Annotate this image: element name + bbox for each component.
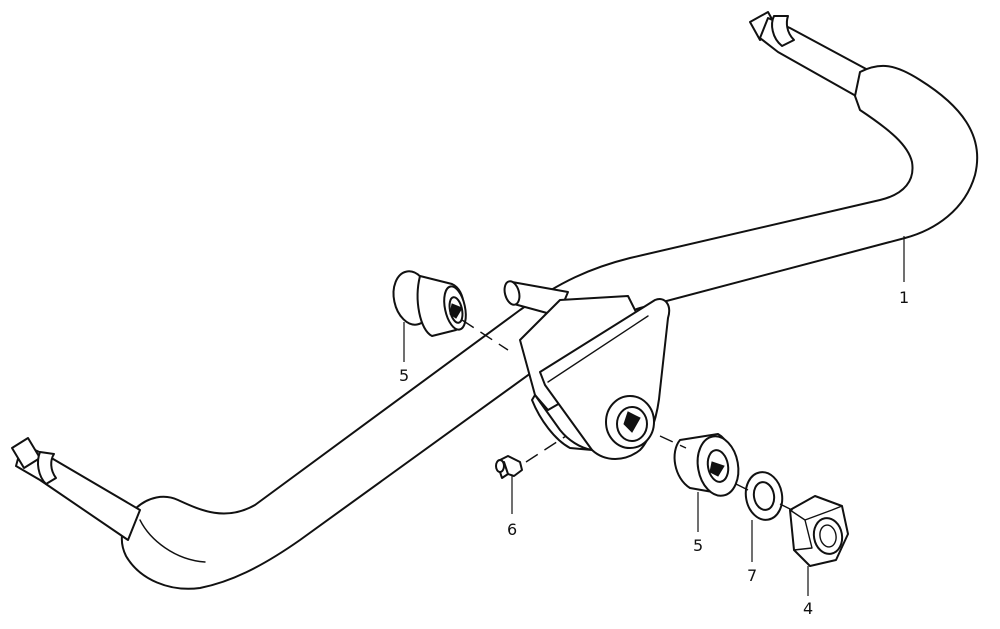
washer xyxy=(744,471,784,521)
bushing-left xyxy=(392,270,467,337)
callout-5-right: 5 xyxy=(693,536,704,555)
assembly-lines xyxy=(461,319,797,513)
bushing-right xyxy=(673,433,740,497)
callout-6: 6 xyxy=(507,520,518,539)
callout-1: 1 xyxy=(899,288,910,307)
callout-4: 4 xyxy=(803,599,814,618)
hex-nut xyxy=(789,495,849,567)
callout-7: 7 xyxy=(747,566,758,585)
leader-lines xyxy=(403,236,905,596)
grease-nipple xyxy=(495,455,523,479)
callout-5-left: 5 xyxy=(399,366,410,385)
mounting-bracket xyxy=(503,280,671,460)
